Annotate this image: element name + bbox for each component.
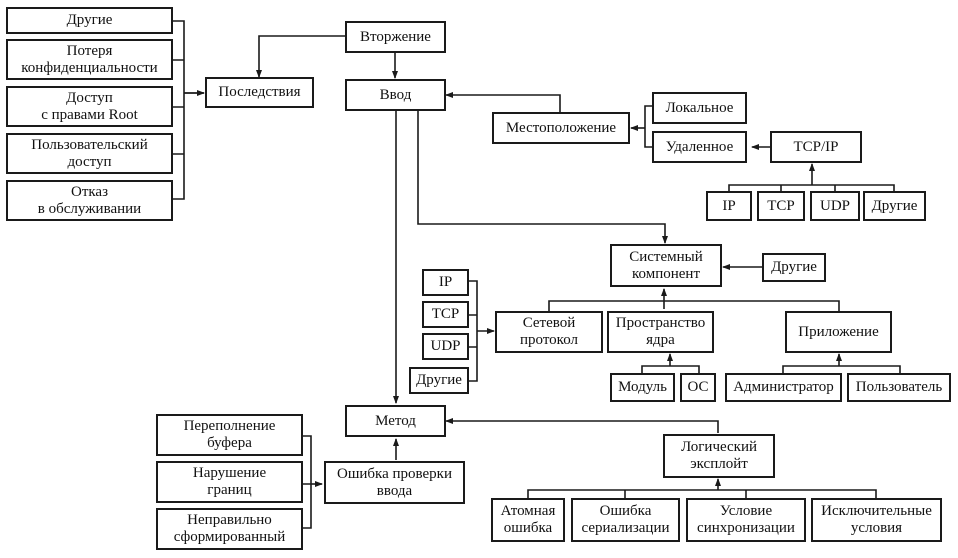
node-cons-root: Доступ с правами Root bbox=[6, 86, 173, 127]
node-perepolnenie: Переполнение буфера bbox=[156, 414, 303, 456]
node-sinhron: Условие синхронизации bbox=[686, 498, 806, 542]
arrow-vtorzhenie-posledstviya bbox=[256, 35, 345, 78]
node-cons-dos: Отказ в обслуживании bbox=[6, 180, 173, 221]
node-cons-user: Пользовательский доступ bbox=[6, 133, 173, 174]
node-serializ: Ошибка сериализации bbox=[571, 498, 680, 542]
node-tcpip: TCP/IP bbox=[770, 131, 862, 163]
node-vvod: Ввод bbox=[345, 79, 446, 111]
node-os: ОС bbox=[680, 373, 716, 402]
node-metod: Метод bbox=[345, 405, 446, 437]
node-logicheskiy: Логический эксплойт bbox=[663, 434, 775, 478]
wire-kernel-children bbox=[641, 365, 700, 373]
node-loc-tcp: TCP bbox=[757, 191, 805, 221]
node-cons-drugie: Другие bbox=[6, 7, 173, 34]
node-net-ip: IP bbox=[422, 269, 469, 296]
node-prilozhenie: Приложение bbox=[785, 311, 892, 353]
arrow-vvod-syskomp bbox=[417, 110, 668, 244]
node-polzovatel: Пользователь bbox=[847, 373, 951, 402]
node-vtorzhenie: Вторжение bbox=[345, 21, 446, 53]
node-net-udp: UDP bbox=[422, 333, 469, 360]
node-isklyuch: Исключительные условия bbox=[811, 498, 942, 542]
node-atomnaya: Атомная ошибка bbox=[491, 498, 565, 542]
node-sys-komponent: Системный компонент bbox=[610, 244, 722, 287]
node-sys-drugie: Другие bbox=[762, 253, 826, 282]
wire-logic-children bbox=[527, 489, 877, 498]
node-net-drugie: Другие bbox=[409, 367, 469, 394]
node-prostranstvo: Пространство ядра bbox=[607, 311, 714, 353]
node-loc-drugie: Другие bbox=[863, 191, 926, 221]
wire-syskomp-children bbox=[548, 300, 840, 312]
node-mestopolozhenie: Местоположение bbox=[492, 112, 630, 144]
node-loc-ip: IP bbox=[706, 191, 752, 221]
node-posledstviya: Последствия bbox=[205, 77, 314, 108]
node-cons-poterya: Потеря конфиденциальности bbox=[6, 39, 173, 80]
arrow-logic-metod bbox=[445, 418, 719, 433]
node-lokalnoe: Локальное bbox=[652, 92, 747, 124]
node-udalennoe: Удаленное bbox=[652, 131, 747, 163]
node-loc-udp: UDP bbox=[810, 191, 860, 221]
wire-net-bracket bbox=[469, 280, 478, 382]
arrow-mesto-vvod bbox=[445, 92, 561, 112]
node-nepravilno: Неправильно сформированный bbox=[156, 508, 303, 550]
wire-input-bracket bbox=[303, 435, 312, 529]
node-net-tcp: TCP bbox=[422, 301, 469, 328]
wire-app-children bbox=[782, 365, 901, 373]
node-admin: Администратор bbox=[725, 373, 842, 402]
wire-consequences bbox=[173, 20, 204, 200]
node-oshibka-vvoda: Ошибка проверки ввода bbox=[324, 461, 465, 504]
node-modul: Модуль bbox=[610, 373, 675, 402]
wire-loc-bracket bbox=[644, 105, 652, 148]
node-narushenie: Нарушение границ bbox=[156, 461, 303, 503]
node-setevoy: Сетевой протокол bbox=[495, 311, 603, 353]
